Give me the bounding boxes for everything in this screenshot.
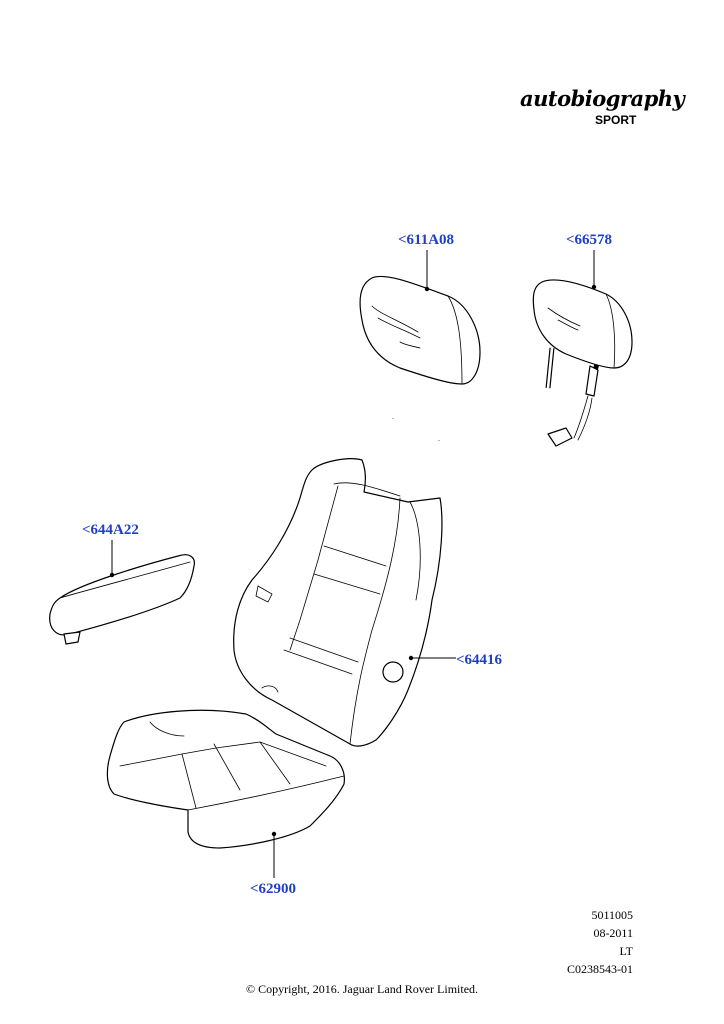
meta-code: 5011005 [591, 908, 633, 922]
armrest-drawing [49, 554, 195, 645]
callout-seat-cushion[interactable]: <62900 [250, 881, 297, 897]
seat-back-drawing [233, 458, 443, 747]
meta-date: 08-2011 [593, 926, 633, 940]
headrest-2-drawing [532, 279, 633, 447]
brand-sub-text: SPORT [595, 113, 637, 127]
callout-armrest[interactable]: <644A22 [82, 522, 139, 538]
callout-headrest-1[interactable]: <611A08 [398, 232, 455, 248]
callout-seat-back[interactable]: <64416 [456, 652, 503, 668]
meta-region: LT [619, 944, 633, 958]
meta-illustration-id: C0238543-01 [567, 962, 633, 976]
headrest-1-drawing [359, 275, 481, 441]
leader-lines [109, 250, 597, 878]
copyright-notice: © Copyright, 2016. Jaguar Land Rover Lim… [245, 982, 479, 996]
seat-cushion-drawing [106, 709, 345, 849]
callout-headrest-2[interactable]: <66578 [566, 232, 613, 248]
brand-script-text: autobiography [520, 86, 685, 111]
